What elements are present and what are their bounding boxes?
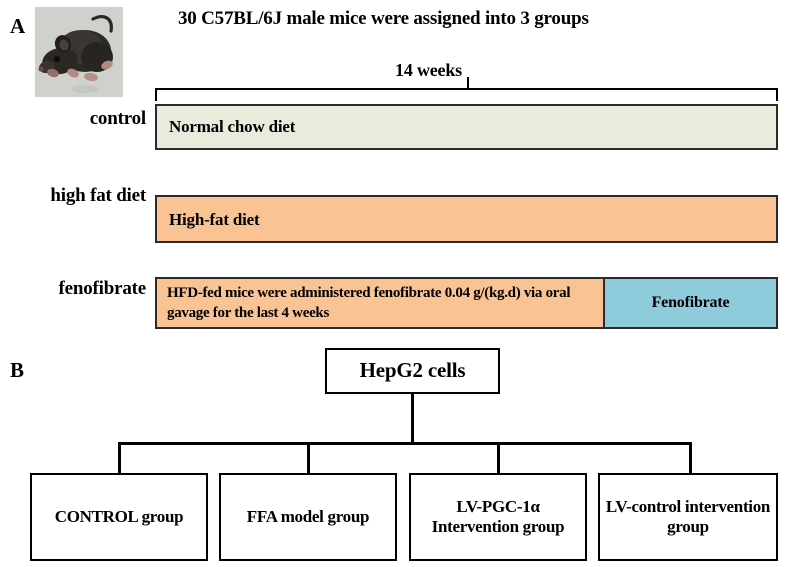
bar-fenofibrate-description: HFD-fed mice were administered fenofibra… — [167, 285, 571, 321]
bracket-center-tick — [466, 77, 469, 88]
bar-fenofibrate: HFD-fed mice were administered fenofibra… — [155, 277, 778, 329]
connector-branch-4 — [689, 442, 692, 473]
bracket-right-end — [776, 88, 778, 101]
bar-high-fat-diet: High-fat diet — [155, 195, 778, 243]
bracket-left-end — [155, 88, 157, 101]
group-box-control: CONTROL group — [30, 473, 208, 561]
bar-high-fat-diet-label: High-fat diet — [169, 210, 260, 229]
connector-horizontal-bus — [118, 442, 692, 445]
bar-control: Normal chow diet — [155, 104, 778, 150]
connector-branch-1 — [118, 442, 121, 473]
group-box-lv-control-intervention: LV-control intervention group — [598, 473, 778, 561]
connector-branch-3 — [497, 442, 500, 473]
panel-a-letter: A — [10, 14, 26, 38]
duration-label: 14 weeks — [395, 60, 462, 80]
group-box-ffa-model: FFA model group — [219, 473, 397, 561]
connector-branch-2 — [307, 442, 310, 473]
connector-root-stem — [411, 394, 414, 442]
row-label-high-fat-diet: high fat diet — [50, 185, 146, 206]
bar-fenofibrate-segment-label: Fenofibrate — [603, 279, 776, 327]
panel-a-title: 30 C57BL/6J male mice were assigned into… — [178, 8, 589, 29]
row-label-fenofibrate: fenofibrate — [58, 278, 147, 299]
mouse-photo-icon — [35, 7, 123, 97]
bar-control-label: Normal chow diet — [169, 117, 296, 136]
row-label-control: control — [89, 108, 146, 129]
bracket-top-line — [155, 88, 778, 90]
panel-b-letter: B — [10, 358, 25, 382]
duration-bracket — [155, 77, 778, 102]
group-box-lv-pgc1a-intervention: LV-PGC-1α Intervention group — [409, 473, 587, 561]
hepg2-cells-box: HepG2 cells — [325, 348, 500, 394]
